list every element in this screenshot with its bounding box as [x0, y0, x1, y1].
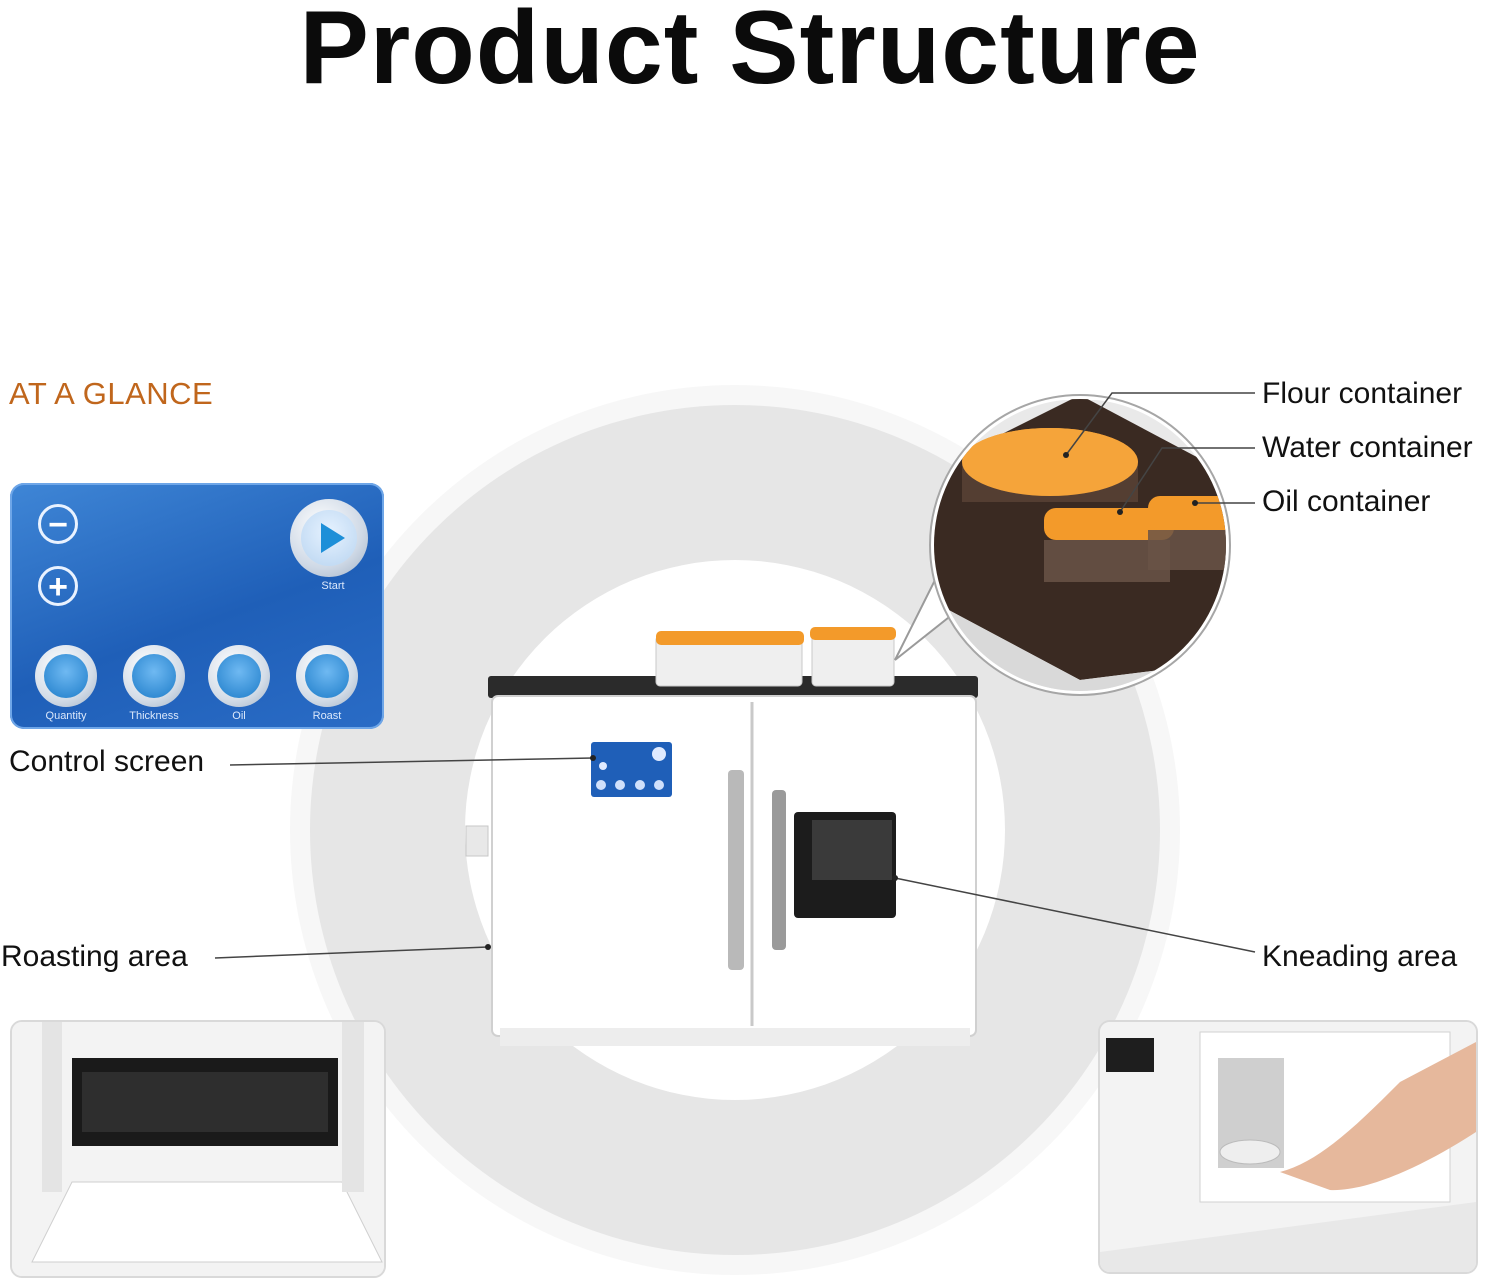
- plus-icon: +: [38, 566, 78, 606]
- thickness-label: Thickness: [129, 710, 179, 722]
- control-screen-label: Control screen: [9, 745, 205, 778]
- leader-dots: [485, 452, 1198, 950]
- oil-label: Oil: [232, 710, 246, 722]
- quantity-icon: [35, 645, 97, 707]
- water-container-label: Water container: [1262, 431, 1473, 464]
- kneading-area-label: Kneading area: [1262, 940, 1458, 973]
- roasting-area-photo: [10, 1020, 386, 1278]
- start-button: [290, 499, 368, 577]
- leader-lines: [214, 392, 1256, 959]
- thickness-icon: [123, 645, 185, 707]
- section-label: AT A GLANCE: [9, 376, 214, 411]
- play-icon: [321, 523, 345, 553]
- page-title: Product Structure: [299, 0, 1201, 106]
- roasting-area-label: Roasting area: [1, 940, 188, 973]
- roast-label: Roast: [312, 710, 342, 722]
- roast-icon: [296, 645, 358, 707]
- machine: [465, 627, 978, 1046]
- kneading-area-photo: [1098, 1020, 1478, 1274]
- start-label: Start: [321, 580, 345, 592]
- oil-container-label: Oil container: [1262, 485, 1431, 518]
- flour-container-label: Flour container: [1262, 377, 1463, 410]
- minus-icon: −: [38, 504, 78, 544]
- oil-drop-icon: [208, 645, 270, 707]
- container-zoom-bubble: [929, 394, 1231, 696]
- quantity-label: Quantity: [45, 710, 87, 722]
